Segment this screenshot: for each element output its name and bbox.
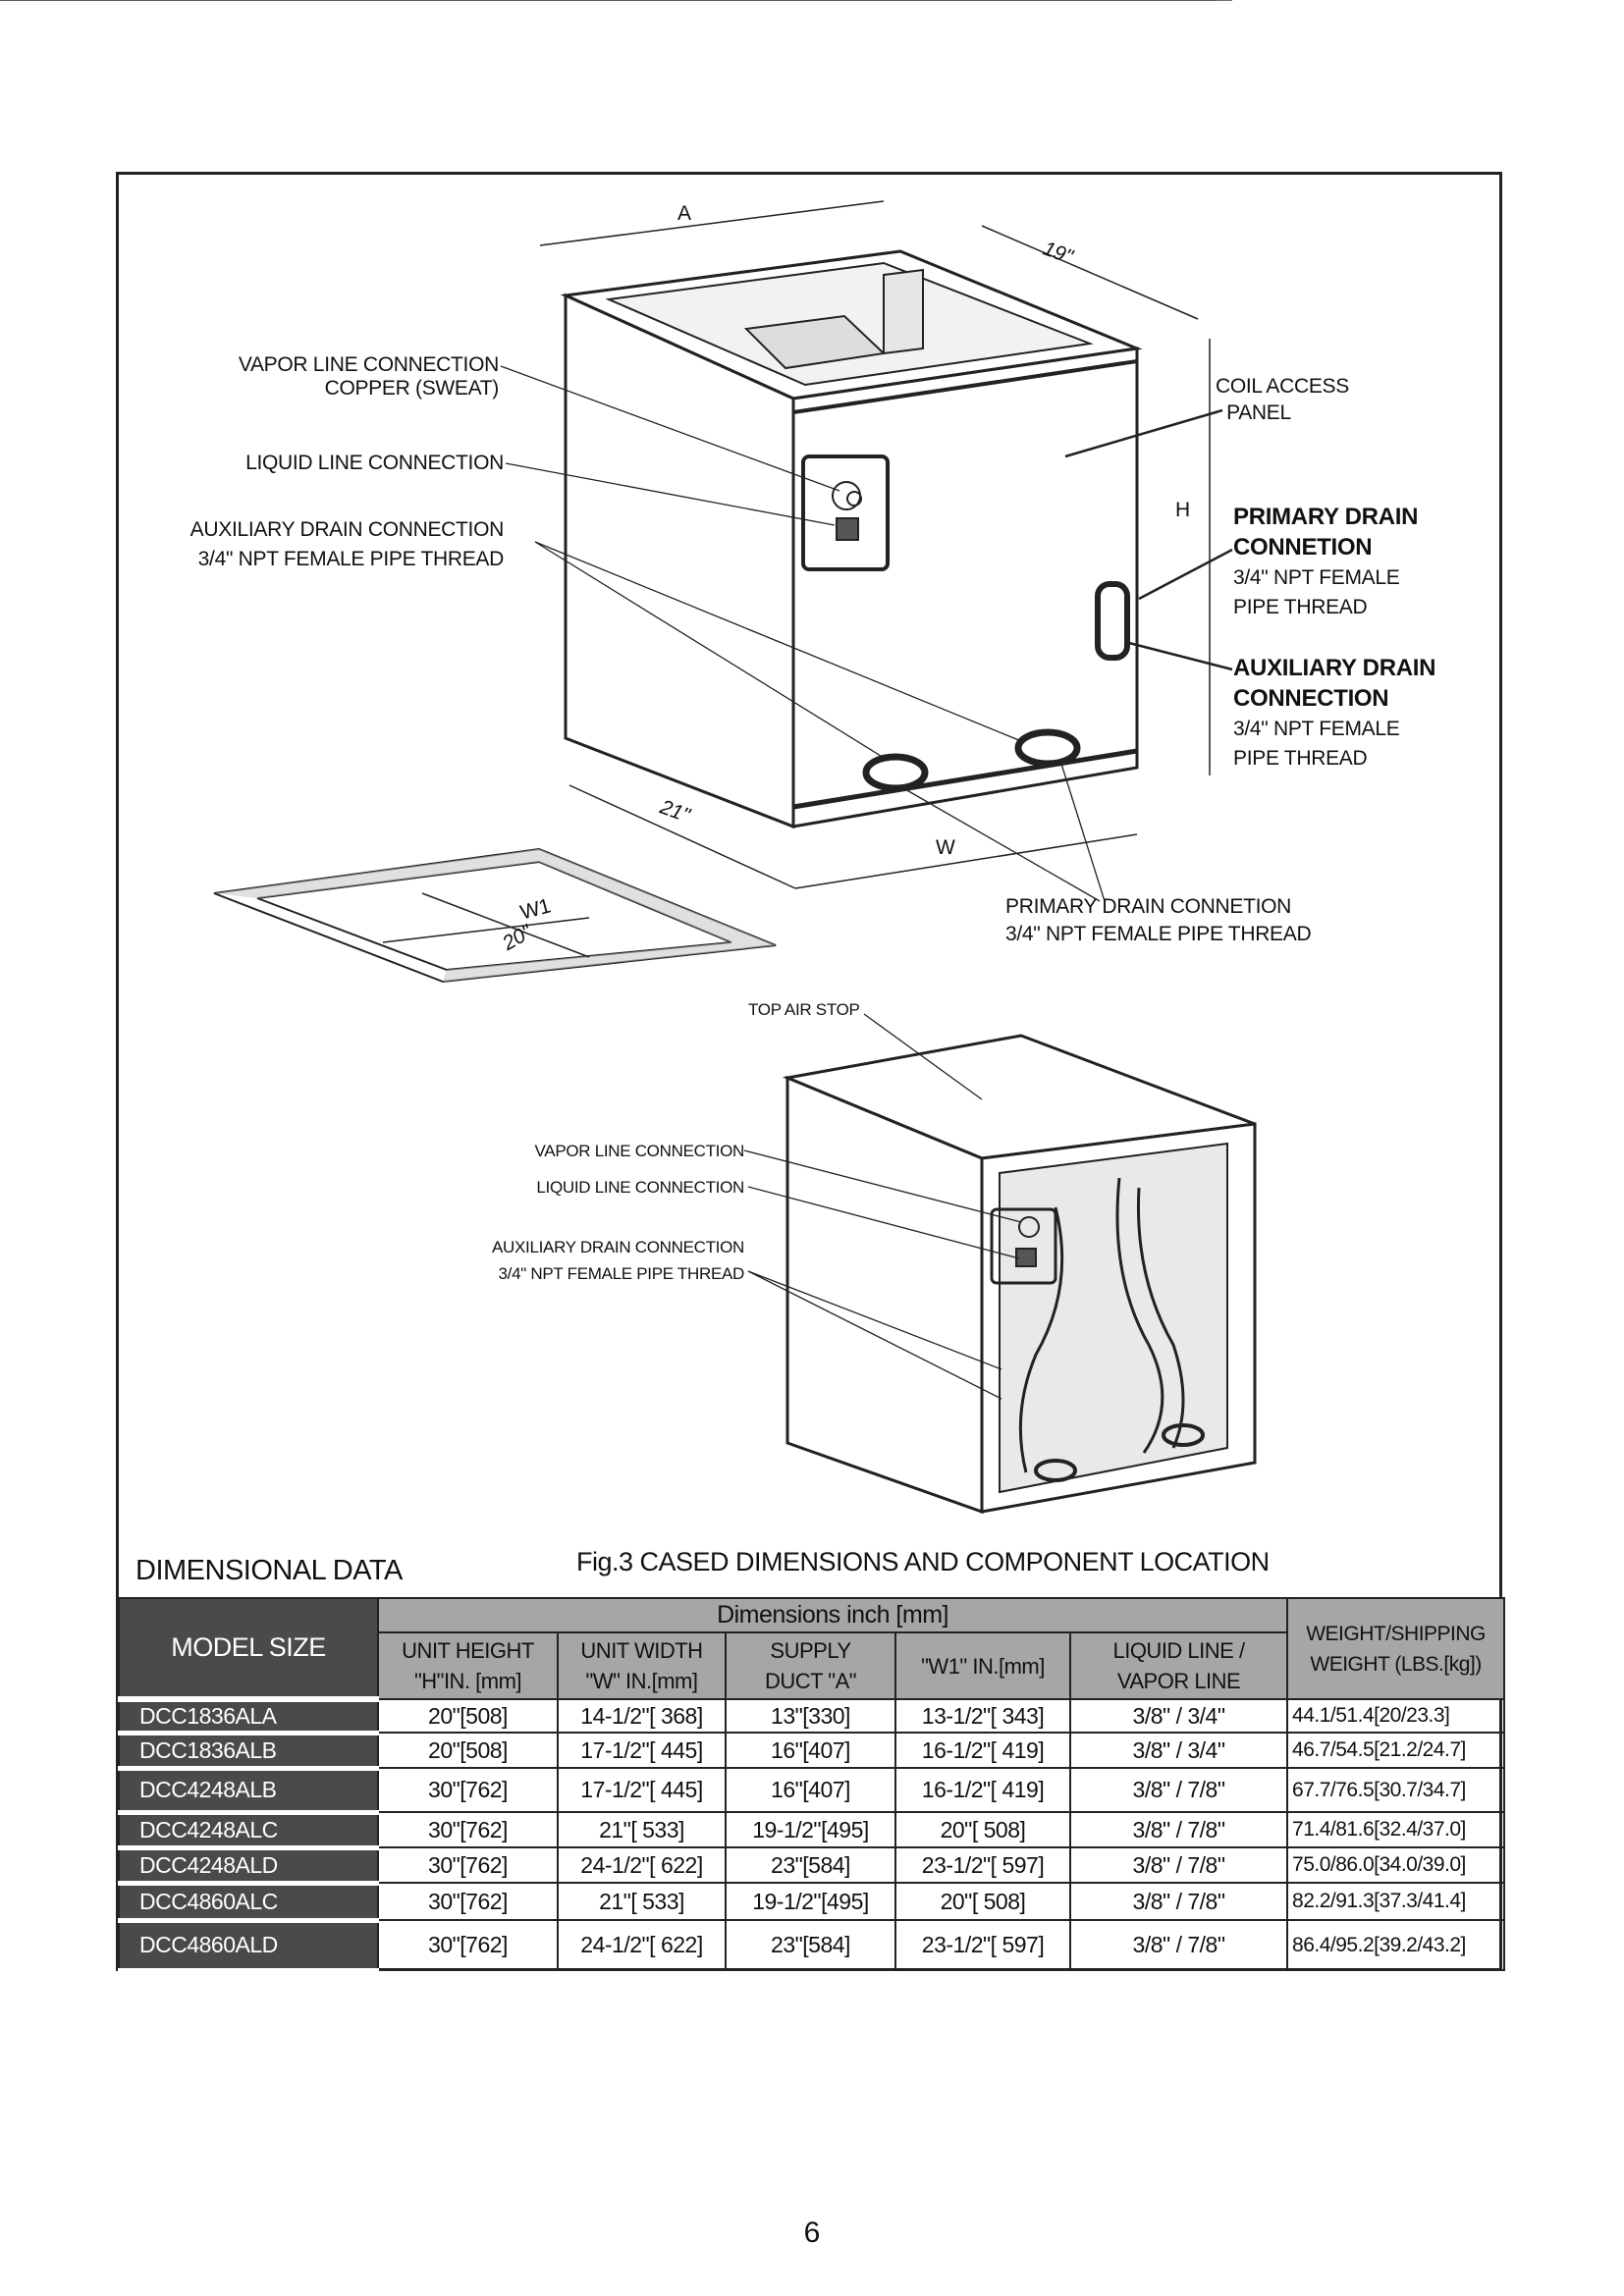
model-cell: DCC4248ALB [118, 1767, 379, 1815]
model-cell: DCC4860ALC [118, 1882, 379, 1923]
model-cell: DCC4248ALD [118, 1846, 379, 1886]
value-cell: 75.0/86.0[34.0/39.0] [1286, 1846, 1506, 1884]
value-cell: 44.1/51.4[20/23.3] [1286, 1698, 1506, 1734]
value-cell: 30"[762] [377, 1767, 559, 1813]
open-unit-drawing [743, 1013, 1257, 1515]
model-size-header: MODEL SIZE [118, 1597, 379, 1702]
value-cell: 20"[508] [377, 1732, 559, 1769]
value-cell: 16-1/2"[ 419] [894, 1732, 1071, 1769]
unit-height-header: UNIT HEIGHT"H"IN. [mm] [377, 1631, 559, 1700]
value-cell: 3/8" / 3/4" [1068, 1698, 1289, 1734]
value-cell: 13-1/2"[ 343] [894, 1698, 1071, 1734]
value-cell: 30"[762] [377, 1811, 559, 1848]
value-cell: 67.7/76.5[30.7/34.7] [1286, 1767, 1506, 1813]
value-cell: 3/8" / 3/4" [1068, 1732, 1289, 1769]
value-cell: 82.2/91.3[37.3/41.4] [1286, 1882, 1506, 1921]
value-cell: 16"[407] [725, 1732, 896, 1769]
model-cell: DCC1836ALB [118, 1732, 379, 1771]
value-cell: 3/8" / 7/8" [1068, 1882, 1289, 1921]
value-cell: 23-1/2"[ 597] [894, 1846, 1071, 1884]
value-cell: 21"[ 533] [557, 1811, 727, 1848]
liquid-line-label-2: LIQUID LINE CONNECTION [536, 1178, 744, 1197]
value-cell: 20"[ 508] [894, 1882, 1071, 1921]
value-cell: 30"[762] [377, 1882, 559, 1921]
value-cell: 23-1/2"[ 597] [894, 1919, 1071, 1971]
value-cell: 24-1/2"[ 622] [557, 1846, 727, 1884]
page-number: 6 [803, 2216, 821, 2249]
dim-a-label: A [677, 202, 691, 225]
model-cell: DCC1836ALA [118, 1698, 379, 1735]
figure-caption: Fig.3 CASED DIMENSIONS AND COMPONENT LOC… [576, 1547, 1270, 1576]
value-cell: 3/8" / 7/8" [1068, 1811, 1289, 1848]
value-cell: 20"[508] [377, 1698, 559, 1734]
value-cell: 3/8" / 7/8" [1068, 1846, 1289, 1884]
value-cell: 21"[ 533] [557, 1882, 727, 1921]
value-cell: 3/8" / 7/8" [1068, 1767, 1289, 1813]
unit-width-header: UNIT WIDTH"W" IN.[mm] [557, 1631, 727, 1700]
value-cell: 71.4/81.6[32.4/37.0] [1286, 1811, 1506, 1848]
value-cell: 20"[ 508] [894, 1811, 1071, 1848]
dimensional-data-table: MODEL SIZE Dimensions inch [mm] WEIGHT/S… [118, 1597, 1506, 1973]
value-cell: 23"[584] [725, 1846, 896, 1884]
value-cell: 17-1/2"[ 445] [557, 1732, 727, 1769]
value-cell: 17-1/2"[ 445] [557, 1767, 727, 1813]
section-title: DIMENSIONAL DATA [135, 1555, 403, 1586]
value-cell: 16-1/2"[ 419] [894, 1767, 1071, 1813]
dim-h-label: H [1175, 499, 1190, 521]
value-cell: 14-1/2"[ 368] [557, 1698, 727, 1734]
value-cell: 30"[762] [377, 1846, 559, 1884]
value-cell: 46.7/54.5[21.2/24.7] [1286, 1732, 1506, 1769]
value-cell: 86.4/95.2[39.2/43.2] [1286, 1919, 1506, 1971]
plenum-drawing [213, 847, 777, 984]
value-cell: 19-1/2"[495] [725, 1882, 896, 1921]
vapor-line-label-2: VAPOR LINE CONNECTION [534, 1142, 745, 1160]
value-cell: 3/8" / 7/8" [1068, 1919, 1289, 1971]
cased-coil-illustration [0, 0, 1257, 1515]
line-size-header: LIQUID LINE /VAPOR LINE [1068, 1631, 1289, 1700]
dim-w-label: W [936, 836, 955, 859]
value-cell: 16"[407] [725, 1767, 896, 1813]
coil-access-panel-label: COIL ACCESS PANEL [1216, 375, 1349, 424]
liquid-line-label: LIQUID LINE CONNECTION [245, 452, 504, 474]
value-cell: 23"[584] [725, 1919, 896, 1971]
value-cell: 13"[330] [725, 1698, 896, 1734]
model-cell: DCC4860ALD [118, 1919, 379, 1973]
model-cell: DCC4248ALC [118, 1811, 379, 1850]
main-unit-drawing [0, 0, 1233, 902]
top-air-stop-label: TOP AIR STOP [748, 1000, 860, 1019]
value-cell: 19-1/2"[495] [725, 1811, 896, 1848]
value-cell: 30"[762] [377, 1919, 559, 1971]
value-cell: 24-1/2"[ 622] [557, 1919, 727, 1971]
w1-header: "W1" IN.[mm] [894, 1631, 1071, 1700]
dimensions-group-header: Dimensions inch [mm] [376, 1597, 1289, 1633]
